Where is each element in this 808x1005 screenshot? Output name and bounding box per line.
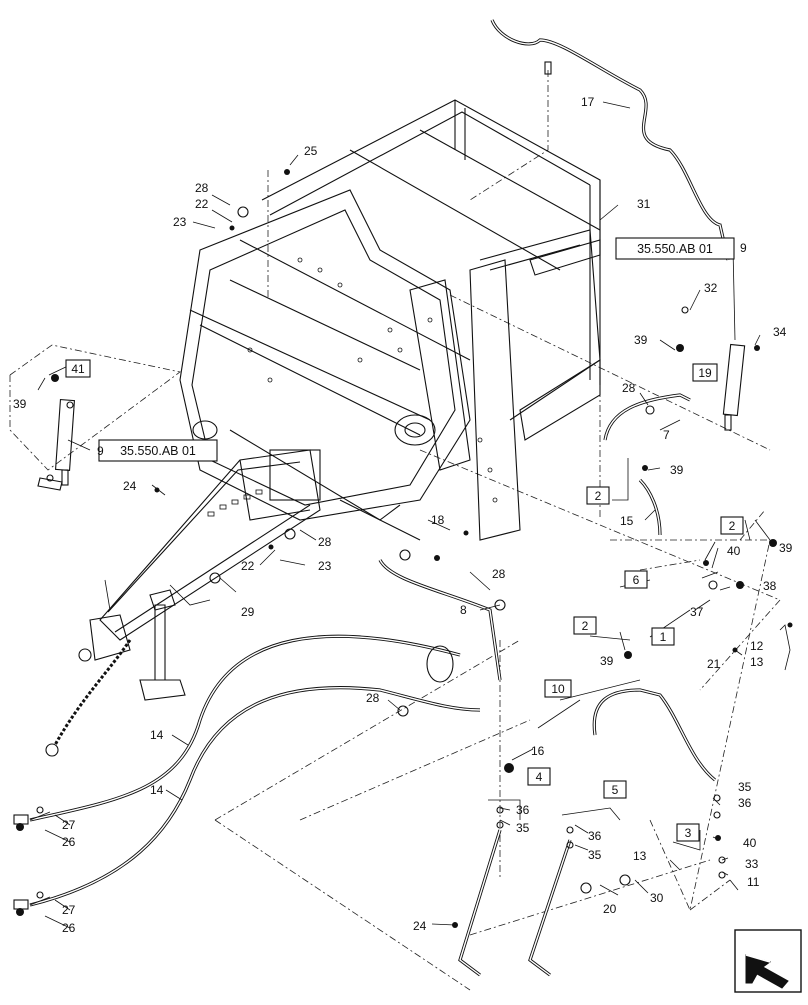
callout-29: 29	[241, 605, 255, 619]
callout-26: 26	[62, 835, 76, 849]
callout-18: 18	[431, 513, 445, 527]
callout-35: 35	[738, 780, 752, 794]
boxed-callout: 3	[685, 826, 692, 840]
boxed-callout: 1	[660, 630, 667, 644]
assembly-lines	[9, 70, 781, 991]
callout-9: 9	[740, 241, 747, 255]
callout-31: 31	[637, 197, 651, 211]
callout-39: 39	[13, 397, 27, 411]
callout-40: 40	[743, 836, 757, 850]
callout-23: 23	[318, 559, 332, 573]
callout-36: 36	[588, 829, 602, 843]
callout-27: 27	[62, 903, 76, 917]
callout-40: 40	[727, 544, 741, 558]
callout-28: 28	[622, 381, 636, 395]
callout-8: 8	[460, 603, 467, 617]
callout-35: 35	[588, 848, 602, 862]
callout-35: 35	[516, 821, 530, 835]
callout-28: 28	[195, 181, 209, 195]
callout-36: 36	[516, 803, 530, 817]
callout-37: 37	[690, 605, 704, 619]
callout-28: 28	[366, 691, 380, 705]
callout-13: 13	[750, 655, 764, 669]
hardware	[16, 169, 793, 928]
boxed-callout: 19	[698, 366, 712, 380]
callout-15: 15	[620, 514, 634, 528]
callout-14: 14	[150, 783, 164, 797]
callout-32: 32	[704, 281, 718, 295]
hoses	[13, 19, 730, 977]
boxed-callout: 2	[595, 489, 602, 503]
callout-14: 14	[150, 728, 164, 742]
callout-26: 26	[62, 921, 76, 935]
callout-33: 33	[745, 857, 759, 871]
cylinders	[37, 343, 746, 491]
callout-9: 9	[97, 444, 104, 458]
callout-39: 39	[600, 654, 614, 668]
boxed-callout: 2	[729, 519, 736, 533]
callout-16: 16	[531, 744, 545, 758]
boxed-callout: 6	[633, 573, 640, 587]
callout-34: 34	[773, 325, 787, 339]
boxed-callout: 41	[71, 362, 85, 376]
callout-27: 27	[62, 818, 76, 832]
callout-24: 24	[413, 919, 427, 933]
callout-13: 13	[633, 849, 647, 863]
callout-12: 12	[750, 639, 764, 653]
callout-7: 7	[663, 428, 670, 442]
direction-arrow-icon	[734, 929, 802, 993]
boxed-callout: 2	[582, 619, 589, 633]
callout-28: 28	[492, 567, 506, 581]
callout-25: 25	[304, 144, 318, 158]
reference-boxes: 35.550.AB 01 35.550.AB 01	[98, 237, 735, 462]
number-callouts: 17 25 28 22 23 31 9 32 34 39 28 7 39 15 …	[13, 95, 793, 935]
callout-39: 39	[670, 463, 684, 477]
leader-lines	[37, 101, 791, 929]
callout-11: 11	[747, 875, 760, 889]
callout-24: 24	[123, 479, 137, 493]
callout-22: 22	[241, 559, 255, 573]
reference-label-1: 35.550.AB 01	[637, 242, 713, 256]
boxed-callout: 5	[612, 783, 619, 797]
callout-22: 22	[195, 197, 209, 211]
callout-23: 23	[173, 215, 187, 229]
baler-frame	[179, 99, 601, 541]
boxed-callout: 4	[536, 770, 543, 784]
callout-21: 21	[707, 657, 721, 671]
callout-39: 39	[779, 541, 793, 555]
callout-17: 17	[581, 95, 595, 109]
callout-39: 39	[634, 333, 648, 347]
reference-label-2: 35.550.AB 01	[120, 444, 196, 458]
boxed-callout: 10	[551, 682, 565, 696]
drawbar	[45, 449, 321, 757]
callout-36: 36	[738, 796, 752, 810]
boxed-callouts: 41 19 2 6 1 2 10 4 5 3 2	[65, 359, 744, 842]
callout-38: 38	[763, 579, 777, 593]
callout-28: 28	[318, 535, 332, 549]
callout-20: 20	[603, 902, 617, 916]
callout-30: 30	[650, 891, 664, 905]
